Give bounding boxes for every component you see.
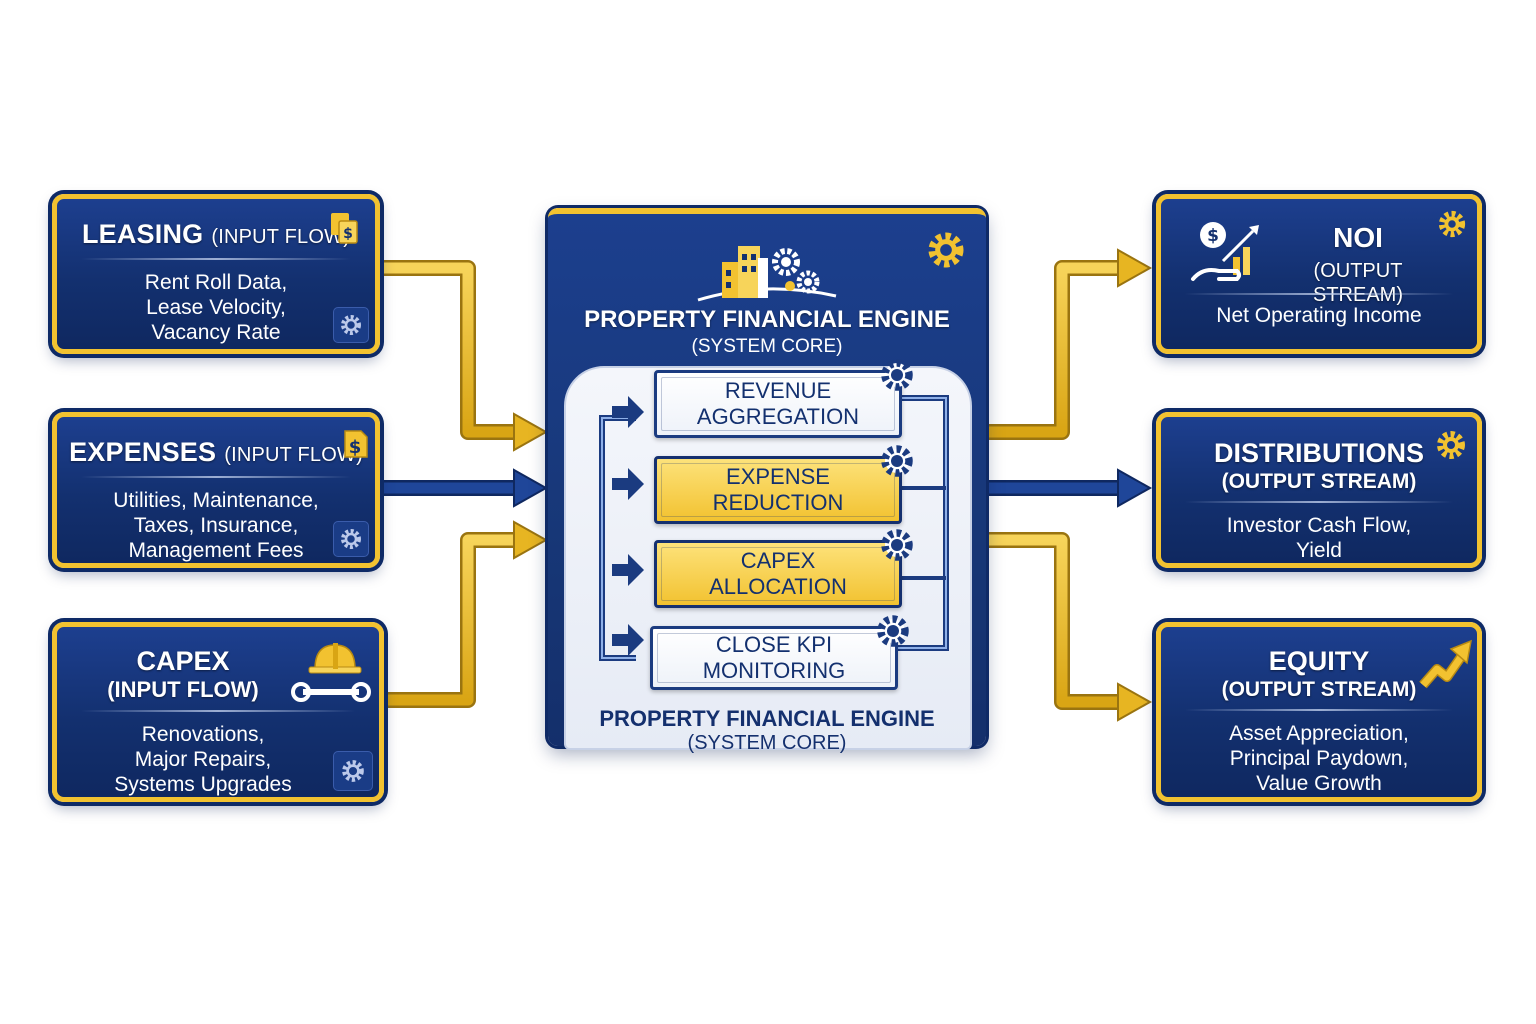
stage-label: CLOSE KPI (715, 632, 833, 657)
stage-label: CAPEX (740, 548, 816, 573)
core-subtitle: (SYSTEM CORE) (691, 336, 843, 357)
building-gears-icon (697, 246, 837, 302)
description-line: Yield (1296, 538, 1342, 562)
arrowhead-equity (1117, 682, 1153, 722)
output-box-distributions: DISTRIBUTIONS (OUTPUT STREAM) Investor C… (1156, 412, 1482, 568)
arrowhead-leasing (513, 412, 549, 452)
description-line: Investor Cash Flow, (1226, 513, 1412, 537)
input-leasing-description: Rent Roll Data, Lease Velocity, Vacancy … (57, 270, 375, 345)
description-line: Net Operating Income (1216, 304, 1422, 327)
input-expenses-title-main: EXPENSES (69, 437, 217, 467)
description-line: Systems Upgrades (114, 772, 292, 796)
up-arrow-icon (1419, 639, 1472, 689)
input-capex-title: CAPEX (INPUT FLOW) (57, 627, 379, 704)
stage-label: ALLOCATION (709, 574, 847, 599)
divider (1185, 500, 1453, 503)
output-distributions-title-main: DISTRIBUTIONS (1213, 438, 1424, 468)
core-footer-subtitle: (SYSTEM CORE) (687, 732, 847, 754)
connector-equity (988, 532, 1120, 710)
gear-icon (928, 232, 964, 268)
input-expenses-subtitle: (INPUT FLOW) (224, 444, 363, 466)
output-box-noi: $ NOI (OUTPUT STREAM) Net Operating Inco… (1156, 194, 1482, 354)
input-capex-description: Renovations, Major Repairs, Systems Upgr… (57, 722, 379, 797)
gear-icon (881, 359, 913, 391)
svg-text:$: $ (1207, 226, 1219, 246)
connector-capex (386, 532, 516, 708)
description-line: Vacancy Rate (151, 321, 281, 344)
output-noi-subtitle: (OUTPUT STREAM) (1313, 259, 1403, 306)
input-leasing-title: LEASING (INPUT FLOW) (57, 199, 375, 250)
stage-close-kpi-monitoring: CLOSE KPI MONITORING (650, 615, 909, 690)
stage-label: MONITORING (702, 658, 846, 683)
stage-revenue-aggregation: REVENUE AGGREGATION (654, 359, 913, 438)
process-panel: REVENUE AGGREGATION EXPENSE REDUCTION CA… (564, 359, 972, 750)
process-loop-lines (599, 395, 949, 661)
stage-label: AGGREGATION (696, 404, 860, 429)
stage-capex-allocation: CAPEX ALLOCATION (654, 529, 913, 608)
output-box-equity: EQUITY (OUTPUT STREAM) Asset Appreciatio… (1156, 622, 1482, 802)
arrowhead-distributions (1117, 468, 1153, 508)
input-capex-title-main: CAPEX (136, 646, 230, 676)
stage-label: REVENUE (724, 378, 832, 403)
description-line: Management Fees (128, 539, 304, 562)
description-line: Taxes, Insurance, (133, 514, 299, 537)
stage-expense-reduction: EXPENSE REDUCTION (654, 445, 913, 524)
stage-label: REDUCTION (712, 490, 844, 515)
gear-icon (1438, 210, 1466, 238)
svg-text:$: $ (343, 226, 353, 242)
description-line: Major Repairs, (134, 747, 272, 771)
description-line: Principal Paydown, (1229, 746, 1409, 770)
divider (1185, 293, 1453, 295)
output-equity-title-main: EQUITY (1268, 646, 1370, 676)
gear-icon (1437, 431, 1465, 459)
system-core: PROPERTY FINANCIAL ENGINE (SYSTEM CORE) (548, 208, 986, 754)
output-equity-subtitle: (OUTPUT STREAM) (1221, 678, 1417, 702)
connector-leasing (382, 260, 516, 440)
core-title: PROPERTY FINANCIAL ENGINE (584, 306, 950, 333)
description-line: Lease Velocity, (146, 296, 286, 319)
svg-text:$: $ (349, 437, 362, 458)
hand-money-growth-icon: $ (1191, 222, 1259, 281)
gear-icon (877, 615, 909, 647)
divider (81, 258, 351, 260)
divider (1185, 708, 1453, 711)
input-expenses-title: EXPENSES (INPUT FLOW) (57, 417, 375, 468)
input-box-capex: CAPEX (INPUT FLOW) Renovations, Major Re… (52, 622, 384, 802)
input-expenses-description: Utilities, Maintenance, Taxes, Insurance… (57, 488, 375, 563)
description-line: Renovations, (141, 722, 265, 746)
input-box-expenses: EXPENSES (INPUT FLOW) Utilities, Mainten… (52, 412, 380, 568)
output-noi-description: Net Operating Income (1161, 303, 1477, 328)
output-distributions-description: Investor Cash Flow, Yield (1161, 513, 1477, 563)
description-line: Utilities, Maintenance, (113, 489, 319, 512)
divider (81, 476, 351, 478)
arrowhead-expenses (513, 468, 549, 508)
connector-noi (988, 260, 1120, 440)
gear-icon (881, 445, 913, 477)
output-distributions-title: DISTRIBUTIONS (OUTPUT STREAM) (1161, 417, 1477, 495)
arrowhead-noi (1117, 248, 1153, 288)
input-leasing-title-main: LEASING (81, 219, 204, 249)
gear-icon (333, 751, 373, 791)
gear-icon (881, 529, 913, 561)
description-line: Value Growth (1256, 771, 1382, 795)
output-noi-title-main: NOI (1333, 222, 1383, 253)
description-line: Asset Appreciation, (1229, 721, 1409, 745)
arrowhead-capex (513, 520, 549, 560)
document-dollar-icon: $ (331, 213, 358, 244)
core-footer-title: PROPERTY FINANCIAL ENGINE (599, 706, 935, 731)
hardhat-wrench-icon (291, 643, 371, 702)
dollar-tag-icon: $ (344, 430, 368, 458)
output-distributions-subtitle: (OUTPUT STREAM) (1221, 470, 1417, 494)
output-equity-title: EQUITY (OUTPUT STREAM) (1161, 627, 1477, 703)
input-leasing-subtitle: (INPUT FLOW) (211, 226, 351, 248)
gear-icon (333, 307, 369, 343)
stage-label: EXPENSE (726, 464, 830, 489)
input-box-leasing: LEASING (INPUT FLOW) Rent Roll Data, Lea… (52, 194, 380, 354)
description-line: Rent Roll Data, (144, 271, 288, 294)
output-equity-description: Asset Appreciation, Principal Paydown, V… (1161, 721, 1477, 796)
gear-icon (333, 521, 369, 557)
input-capex-subtitle: (INPUT FLOW) (107, 677, 259, 703)
divider (81, 709, 355, 712)
